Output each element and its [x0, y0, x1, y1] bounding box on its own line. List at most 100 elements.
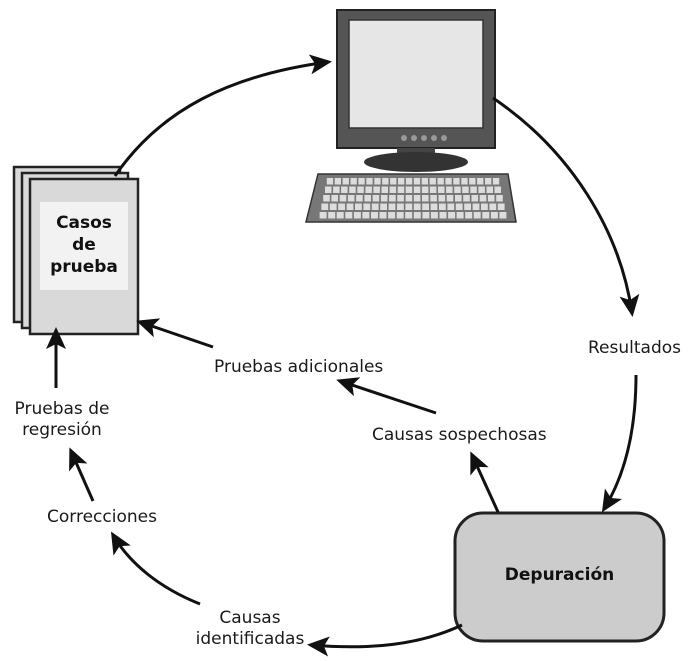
keyboard-key — [397, 186, 405, 193]
desktop-computer-icon — [305, 9, 517, 223]
keyboard-key — [388, 203, 396, 210]
keyboard-key — [358, 178, 365, 185]
keyboard-key — [350, 178, 357, 185]
keyboard-key — [325, 186, 332, 193]
keyboard-key — [439, 212, 447, 219]
arrow-debugging-to-identified — [307, 623, 463, 657]
keyboard-key — [447, 203, 455, 210]
keyboard-key — [486, 186, 493, 193]
arrow-identified-to-corrections — [110, 531, 201, 606]
corrections-label: Correcciones — [47, 507, 157, 527]
keyboard-key — [455, 203, 463, 210]
keyboard-key — [366, 178, 373, 185]
keyboard-key — [388, 212, 396, 219]
keyboard-key — [470, 186, 477, 193]
arrow-results-to-debugging — [601, 374, 638, 513]
keyboard-key — [338, 203, 345, 210]
keyboard-key — [389, 195, 396, 202]
keyboard-key — [413, 186, 421, 193]
keyboard-key — [389, 186, 397, 193]
identified-causes-label: Causas identificadas — [190, 608, 310, 650]
keyboard-key — [413, 178, 421, 185]
keyboard-key — [437, 178, 444, 185]
identified-causes-line2: identificadas — [195, 629, 305, 649]
test-cases-line2: de — [72, 235, 96, 255]
keyboard-key — [473, 212, 481, 219]
keyboard-key — [380, 195, 388, 202]
suspected-causes-label: Causas sospechosas — [372, 425, 547, 445]
keyboard-key — [341, 186, 348, 193]
keyboard-key — [430, 212, 438, 219]
keyboard-key — [355, 203, 362, 210]
keyboard-key — [471, 195, 479, 202]
keyboard-key — [349, 186, 356, 193]
keyboard-key — [345, 212, 353, 219]
keyboard-key — [405, 186, 413, 193]
arrow-suspected-to-additional — [336, 377, 437, 415]
keyboard-key — [328, 212, 336, 219]
keyboard-key — [339, 195, 347, 202]
keyboard-key — [396, 212, 404, 219]
keyboard-key — [382, 178, 389, 185]
keyboard-key — [465, 212, 473, 219]
keyboard-key — [446, 195, 454, 202]
regression-tests-line1: Pruebas de — [14, 399, 110, 419]
debugging-label: Depuración — [504, 565, 615, 585]
arrow-testcases-to-computer — [113, 54, 332, 177]
keyboard-key — [461, 178, 468, 185]
test-cases-label: Casos de prueba — [40, 212, 128, 278]
keyboard-key — [422, 203, 429, 210]
keyboard-key — [405, 195, 413, 202]
keyboard-key — [438, 195, 446, 202]
keyboard-key — [321, 203, 329, 210]
keyboard-key — [492, 178, 500, 185]
keyboard-key — [381, 186, 388, 193]
keyboard-key — [446, 186, 453, 193]
keyboard-key — [372, 195, 380, 202]
keyboard-key — [472, 203, 480, 210]
keyboard-key — [456, 212, 464, 219]
keyboard-key — [347, 195, 355, 202]
test-cases-line1: Casos — [56, 213, 112, 233]
keyboard-key — [482, 212, 490, 219]
keyboard-key — [333, 186, 340, 193]
keyboard-key — [331, 195, 338, 202]
keyboard-key — [373, 186, 380, 193]
keyboard-key — [454, 186, 461, 193]
arrow-computer-to-results — [492, 96, 640, 317]
keyboard-key — [478, 186, 485, 193]
document-stack-icon — [12, 165, 140, 336]
keyboard-key — [397, 203, 404, 210]
keyboard-key — [463, 195, 470, 202]
keyboard-key — [365, 186, 372, 193]
keyboard-key — [319, 212, 327, 219]
regression-tests-line2: regresión — [22, 420, 102, 440]
keyboard-key — [494, 186, 501, 193]
regression-tests-label: Pruebas de regresión — [6, 399, 118, 441]
keyboard-key — [346, 203, 354, 210]
keyboard-key — [496, 195, 503, 202]
keyboard-key — [429, 186, 437, 193]
keyboard-key — [405, 212, 413, 219]
identified-causes-line1: Causas — [219, 608, 281, 628]
keyboard-key — [326, 178, 334, 185]
keyboard-key — [462, 186, 469, 193]
keyboard-key — [485, 178, 492, 185]
keyboard-key — [499, 212, 507, 219]
keyboard-key — [353, 212, 361, 219]
keyboard-key — [371, 203, 379, 210]
keyboard-key — [363, 203, 371, 210]
keyboard-key — [379, 212, 387, 219]
keyboard-key — [469, 178, 476, 185]
keyboard-key — [477, 178, 484, 185]
keyboard-key — [398, 178, 405, 185]
keyboard-key — [490, 212, 498, 219]
keyboard-key — [453, 178, 460, 185]
keyboard-key — [464, 203, 471, 210]
keyboard-key — [430, 195, 437, 202]
keyboard-key — [487, 195, 495, 202]
keyboard-key — [413, 195, 421, 202]
keyboard-key — [448, 212, 456, 219]
keyboard-key — [422, 212, 430, 219]
